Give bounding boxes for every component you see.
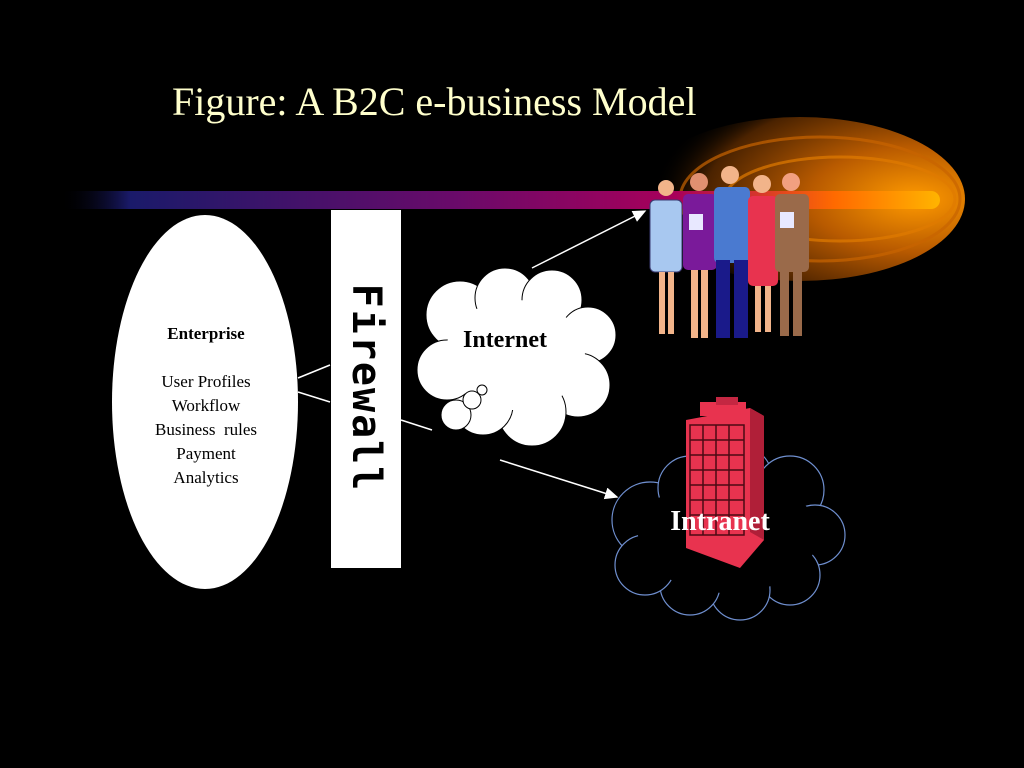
firewall-label: Firewall xyxy=(343,283,389,493)
enterprise-heading: Enterprise xyxy=(167,324,245,343)
building-icon xyxy=(686,397,764,568)
page-title: Figure: A B2C e-business Model xyxy=(172,79,697,124)
enterprise-item-business-rules: Business rules xyxy=(155,420,257,439)
enterprise-text: Enterprise User Profiles Workflow Busine… xyxy=(118,322,294,490)
enterprise-item-analytics: Analytics xyxy=(173,468,239,487)
firewall-label-wrap: Firewall xyxy=(343,284,389,493)
internet-label: Internet xyxy=(463,327,547,353)
customers-group-icon xyxy=(649,166,809,338)
enterprise-item-workflow: Workflow xyxy=(171,396,241,415)
internet-cloud xyxy=(416,267,617,447)
enterprise-item-payment: Payment xyxy=(176,444,236,463)
arrow-to-intranet xyxy=(499,459,619,500)
firewall-bar xyxy=(331,210,401,568)
arrow-to-customers xyxy=(531,210,647,269)
intranet-label: Intranet xyxy=(670,506,770,537)
enterprise-ellipse xyxy=(112,215,298,589)
intranet-cloud xyxy=(611,445,846,621)
enterprise-item-user-profiles: User Profiles xyxy=(161,372,251,391)
